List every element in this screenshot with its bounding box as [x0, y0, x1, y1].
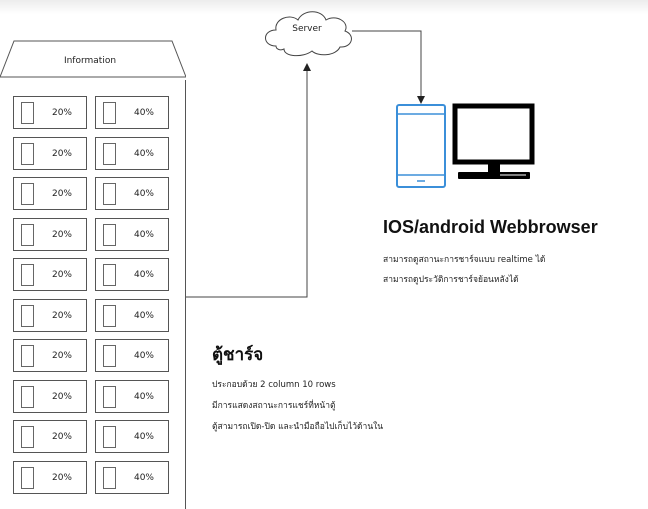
- charge-percent: 40%: [133, 351, 154, 361]
- charge-percent: 20%: [51, 472, 72, 483]
- cabinet-header: Information: [0, 40, 186, 80]
- devices-line-realtime: สามารถดูสถานะการชาร์จแบบ realtime ได้: [383, 255, 546, 265]
- server-cloud-icon: [265, 11, 352, 57]
- cabinet-desc-line-size: ประกอบด้วย 2 column 10 rows: [212, 380, 336, 390]
- cabinet-cell-right: 40%: [95, 460, 169, 494]
- cabinet-cell-right: 40%: [95, 298, 169, 332]
- charge-percent: 20%: [51, 189, 72, 199]
- cabinet-title: Information: [63, 56, 117, 66]
- charge-percent: 20%: [51, 270, 72, 280]
- phone-slot-icon: [103, 385, 116, 408]
- phone-slot-icon: [21, 385, 34, 408]
- charge-percent: 20%: [51, 391, 72, 402]
- charge-percent: 40%: [133, 310, 154, 321]
- cabinet-to-server-line: [186, 63, 311, 298]
- server-to-phone-line: [352, 30, 425, 104]
- charging-cabinet: 20% 40% 20% 40% 20% 40% 20% 40% 20% 40% 20% 40% 20% 4…: [0, 80, 186, 509]
- cabinet-cell-left: 20%: [13, 298, 87, 332]
- cabinet-roof: [0, 40, 186, 78]
- charge-percent: 40%: [133, 229, 154, 240]
- charge-percent: 20%: [51, 148, 72, 159]
- cabinet-cell-right: 40%: [95, 177, 169, 210]
- charge-percent: 20%: [51, 351, 72, 361]
- phone-slot-icon: [21, 183, 34, 205]
- cabinet-cell-right: 40%: [95, 217, 169, 251]
- phone-slot-icon: [103, 426, 116, 448]
- cabinet-cell-left: 20%: [13, 217, 87, 251]
- phone-slot-icon: [103, 264, 116, 286]
- desktop-computer-icon: [452, 103, 535, 179]
- phone-slot-icon: [21, 426, 34, 448]
- phone-slot-icon: [103, 466, 116, 489]
- charge-percent: 40%: [133, 391, 154, 402]
- charge-percent: 40%: [133, 108, 154, 118]
- phone-slot-icon: [103, 345, 116, 367]
- server-label: Server: [292, 24, 322, 34]
- cabinet-cell-right: 40%: [95, 136, 169, 170]
- charge-percent: 20%: [51, 229, 72, 240]
- cabinet-cell-right: 40%: [95, 379, 169, 413]
- charge-percent: 20%: [51, 108, 72, 118]
- phone-slot-icon: [103, 142, 116, 165]
- cabinet-cell-left: 20%: [13, 258, 87, 291]
- devices-heading: IOS/android Webbrowser: [383, 217, 598, 237]
- cabinet-cell-left: 20%: [13, 460, 87, 494]
- phone-slot-icon: [103, 102, 116, 124]
- phone-slot-icon: [21, 142, 34, 165]
- cabinet-cell-left: 20%: [13, 379, 87, 413]
- devices-line-history: สามารถดูประวัติการชาร์จย้อนหลังได้: [383, 275, 519, 285]
- cabinet-cell-right: 40%: [95, 96, 169, 129]
- cabinet-cell-left: 20%: [13, 136, 87, 170]
- charge-percent: 40%: [133, 432, 154, 442]
- phone-slot-icon: [103, 223, 116, 246]
- phone-slot-icon: [21, 345, 34, 367]
- charge-percent: 20%: [51, 432, 72, 442]
- cabinet-desc-line-door: ตู้สามารถเปิด-ปิด และนำมือถือไปเก็บไว้ด้…: [212, 422, 384, 432]
- top-band: [0, 0, 648, 14]
- cabinet-cell-left: 20%: [13, 339, 87, 372]
- phone-slot-icon: [103, 304, 116, 327]
- charge-percent: 40%: [133, 270, 154, 280]
- phone-slot-icon: [103, 183, 116, 205]
- cabinet-cell-right: 40%: [95, 258, 169, 291]
- phone-slot-icon: [21, 223, 34, 246]
- cabinet-cell-right: 40%: [95, 339, 169, 372]
- cabinet-cell-left: 20%: [13, 420, 87, 453]
- phone-slot-icon: [21, 102, 34, 124]
- cabinet-desc-heading: ตู้ชาร์จ: [212, 345, 264, 365]
- cabinet-desc-line-status: มีการแสดงสถานะการแชร์ที่หน้าตู้: [212, 401, 336, 411]
- charge-percent: 40%: [133, 472, 154, 483]
- phone-slot-icon: [21, 304, 34, 327]
- charge-percent: 40%: [133, 148, 154, 159]
- cabinet-cell-left: 20%: [13, 177, 87, 210]
- cabinet-cell-right: 40%: [95, 420, 169, 453]
- phone-icon: [396, 104, 446, 188]
- cabinet-cell-left: 20%: [13, 96, 87, 129]
- phone-slot-icon: [21, 264, 34, 286]
- charge-percent: 40%: [133, 189, 154, 199]
- charge-percent: 20%: [51, 310, 72, 321]
- phone-slot-icon: [21, 466, 34, 489]
